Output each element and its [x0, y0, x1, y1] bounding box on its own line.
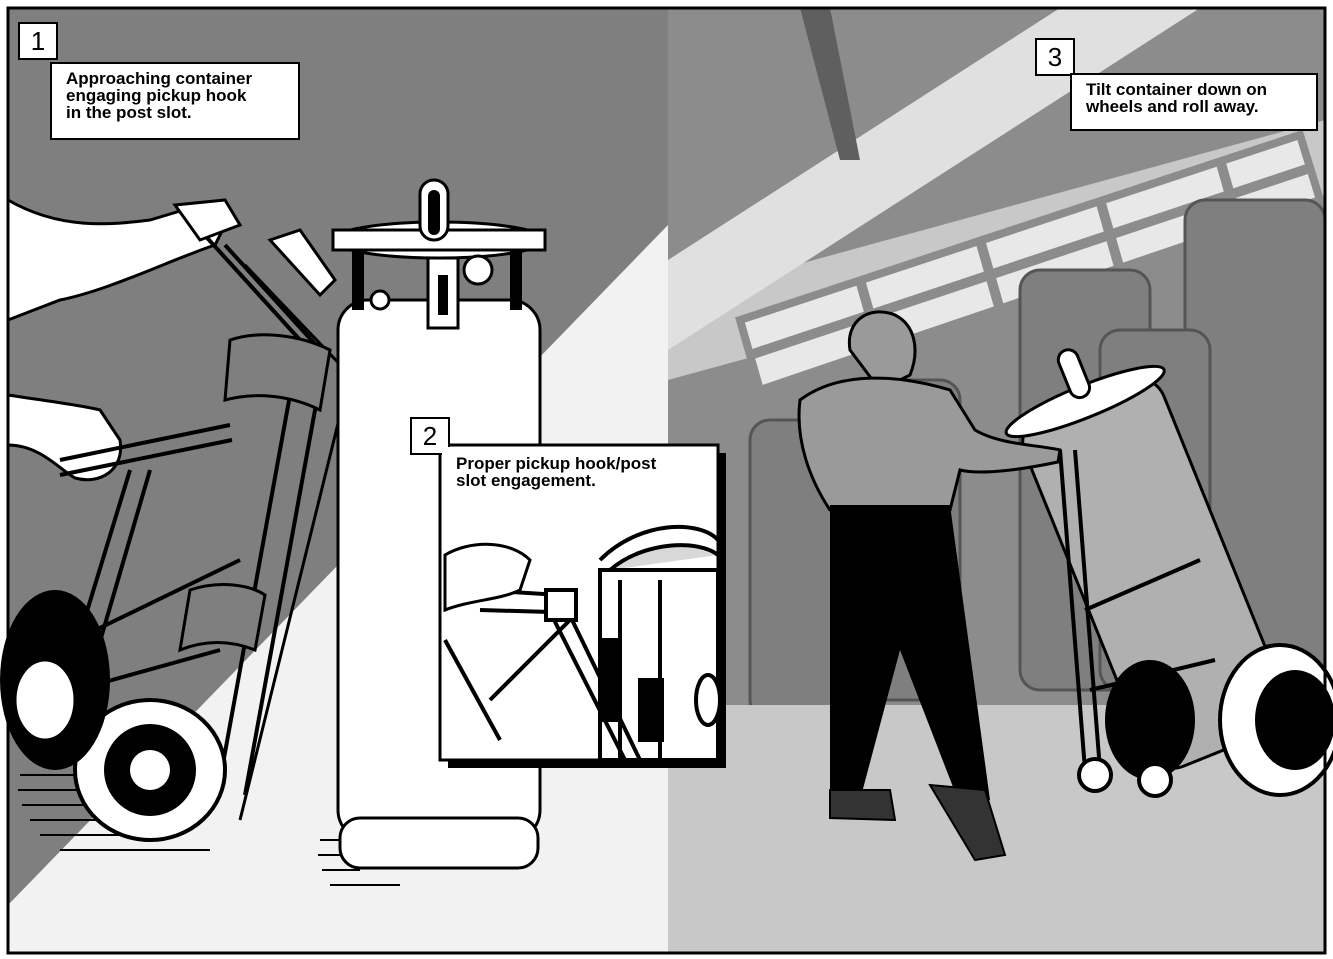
- step-1-caption-line-2: engaging pickup hook: [66, 87, 288, 104]
- step-3-caption: Tilt container down on wheels and roll a…: [1070, 73, 1318, 131]
- step-3-caption-line-2: wheels and roll away.: [1086, 98, 1306, 115]
- hand-truck-wheel-rear: [0, 590, 110, 770]
- step-2-caption-line-1: Proper pickup hook/post: [456, 455, 706, 472]
- step-3-number: 3: [1035, 38, 1075, 76]
- worker-shoe-left: [830, 790, 895, 820]
- step-1-number: 1: [18, 22, 58, 60]
- step-2-caption: Proper pickup hook/post slot engagement.: [442, 447, 716, 505]
- step-2-caption-line-2: slot engagement.: [456, 472, 706, 489]
- panel-3-scene: [668, 8, 1333, 953]
- strap-lower: [180, 585, 265, 650]
- step-3-caption-line-1: Tilt container down on: [1086, 81, 1306, 98]
- step-1-caption: Approaching container engaging pickup ho…: [50, 62, 300, 140]
- step-1-caption-line-1: Approaching container: [66, 70, 288, 87]
- step-1-caption-line-3: in the post slot.: [66, 104, 288, 121]
